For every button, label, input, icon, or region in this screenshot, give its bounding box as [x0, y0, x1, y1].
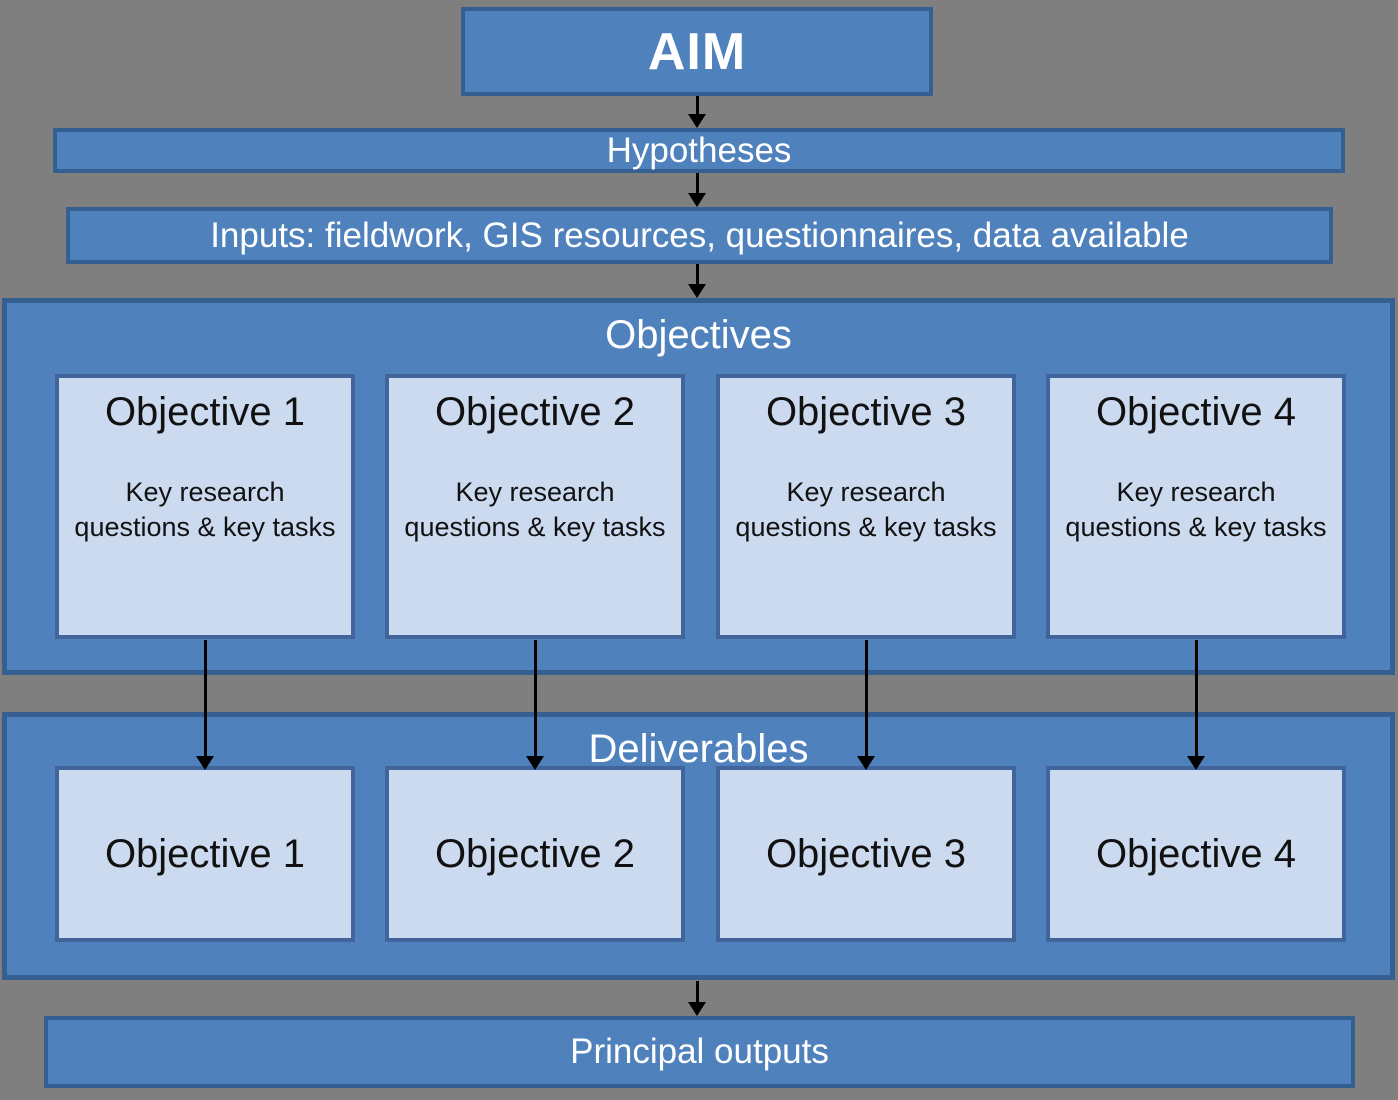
arrow-shaft: [695, 96, 699, 114]
deliverable-2-label: Objective 2: [434, 831, 636, 876]
deliverable-2-box: Objective 2: [385, 766, 685, 942]
arrow-objective-1-to-deliverable-1: [196, 640, 214, 770]
deliverables-section-title: Deliverables: [588, 727, 809, 771]
arrow-head: [688, 284, 706, 298]
deliverable-3-box: Objective 3: [716, 766, 1016, 942]
principal-outputs-label: Principal outputs: [570, 1032, 829, 1071]
objectives-section-title: Objectives: [605, 313, 792, 357]
objective-1-body: Key research questions & key tasks: [74, 477, 336, 542]
deliverable-3-label: Objective 3: [765, 831, 967, 876]
inputs-bar: Inputs: fieldwork, GIS resources, questi…: [66, 207, 1333, 264]
aim-box: AIM: [461, 7, 933, 96]
arrow-aim-to-hypotheses: [688, 96, 706, 128]
arrow-shaft: [1194, 640, 1198, 756]
arrow-objective-3-to-deliverable-3: [857, 640, 875, 770]
deliverable-1-box: Objective 1: [55, 766, 355, 942]
arrow-head: [688, 193, 706, 207]
deliverables-section: Deliverables Objective 1 Objective 2 Obj…: [2, 712, 1395, 980]
arrow-objective-4-to-deliverable-4: [1187, 640, 1205, 770]
objective-1-box: Objective 1 Key research questions & key…: [55, 374, 355, 639]
arrow-head: [688, 1002, 706, 1016]
arrow-shaft: [864, 640, 868, 756]
objective-2-body: Key research questions & key tasks: [404, 477, 666, 542]
arrow-head: [1187, 756, 1205, 770]
deliverable-4-label: Objective 4: [1095, 831, 1297, 876]
deliverable-4-box: Objective 4: [1046, 766, 1346, 942]
arrow-head: [688, 114, 706, 128]
arrow-head: [526, 756, 544, 770]
arrow-shaft: [695, 173, 699, 193]
objective-4-box: Objective 4 Key research questions & key…: [1046, 374, 1346, 639]
arrow-shaft: [203, 640, 207, 756]
arrow-shaft: [695, 264, 699, 284]
objective-4-body: Key research questions & key tasks: [1065, 477, 1327, 542]
arrow-hypotheses-to-inputs: [688, 173, 706, 207]
objective-2-box: Objective 2 Key research questions & key…: [385, 374, 685, 639]
arrow-objective-2-to-deliverable-2: [526, 640, 544, 770]
arrow-shaft: [533, 640, 537, 756]
arrow-deliverables-to-principal-outputs: [688, 981, 706, 1016]
arrow-inputs-to-objectives: [688, 264, 706, 298]
arrow-head: [857, 756, 875, 770]
hypotheses-label: Hypotheses: [606, 130, 792, 170]
objectives-section: Objectives Objective 1 Key research ques…: [2, 298, 1395, 675]
arrow-shaft: [695, 981, 699, 1002]
hypotheses-bar: Hypotheses: [53, 128, 1345, 173]
objective-3-body: Key research questions & key tasks: [735, 477, 997, 542]
principal-outputs-bar: Principal outputs: [44, 1016, 1355, 1088]
deliverable-1-label: Objective 1: [104, 831, 306, 876]
objective-1-title: Objective 1: [104, 390, 306, 434]
objective-4-title: Objective 4: [1095, 390, 1297, 434]
arrow-head: [196, 756, 214, 770]
inputs-label: Inputs: fieldwork, GIS resources, questi…: [210, 215, 1189, 255]
aim-label: AIM: [647, 22, 747, 81]
objective-2-title: Objective 2: [434, 390, 636, 434]
objective-3-title: Objective 3: [765, 390, 967, 434]
objective-3-box: Objective 3 Key research questions & key…: [716, 374, 1016, 639]
